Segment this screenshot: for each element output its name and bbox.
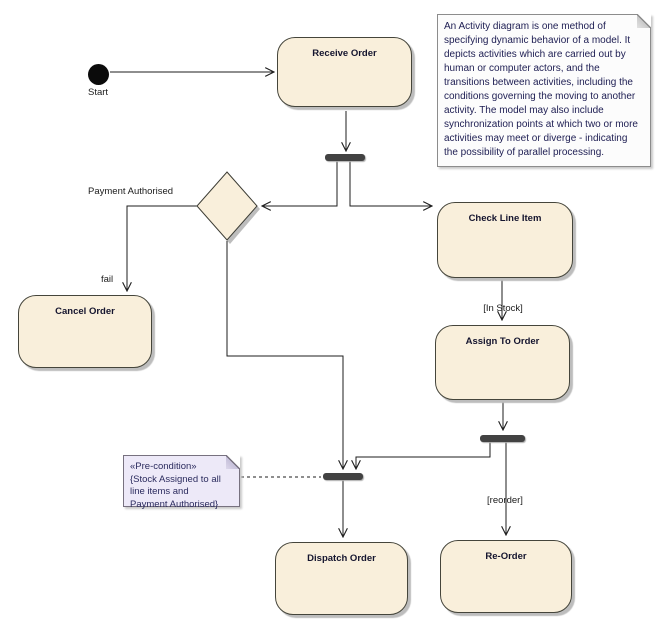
activity-assign-to-order[interactable]: Assign To Order [435,325,570,400]
note-precondition[interactable]: «Pre-condition» {Stock Assigned to all l… [123,455,240,510]
sync-bar-right[interactable] [480,435,525,442]
edge-label-fail: fail [101,274,114,285]
edge-label-in-stock: [In Stock] [483,303,523,314]
join-bar-bottom[interactable] [323,473,363,480]
activity-dispatch-order-label: Dispatch Order [307,553,376,564]
edge-decision-to-cancel-order[interactable] [127,205,197,291]
fork-bar-top[interactable] [325,154,365,161]
start-label: Start [88,87,109,98]
activity-receive-order[interactable]: Receive Order [277,37,412,107]
activity-dispatch-order[interactable]: Dispatch Order [275,542,408,615]
note-precondition-text: «Pre-condition» {Stock Assigned to all l… [130,461,221,510]
activity-cancel-order[interactable]: Cancel Order [18,295,152,368]
note-fold-corner [637,14,651,28]
activity-receive-order-label: Receive Order [312,48,377,59]
activity-re-order-label: Re-Order [485,551,527,562]
edge-label-payment-authorised: Payment Authorised [88,186,174,197]
activity-re-order[interactable]: Re-Order [440,540,572,613]
edge-fork-to-check-line-item[interactable] [349,161,432,206]
activity-assign-to-order-label: Assign To Order [465,336,540,347]
edge-sync-to-join[interactable] [356,442,491,469]
activity-cancel-order-label: Cancel Order [55,306,115,317]
activity-check-line-item-label: Check Line Item [468,213,542,224]
note-activity-description[interactable]: An Activity diagram is one method of spe… [437,14,651,167]
note-fold-corner [226,455,240,469]
activity-check-line-item[interactable]: Check Line Item [437,202,573,278]
start-node[interactable] [88,64,109,85]
note-activity-description-text: An Activity diagram is one method of spe… [444,21,638,158]
edge-label-reorder: [reorder] [487,495,523,506]
decision-diamond[interactable] [196,171,258,241]
edge-decision-to-join[interactable] [226,241,343,469]
edge-fork-to-decision[interactable] [262,161,338,206]
